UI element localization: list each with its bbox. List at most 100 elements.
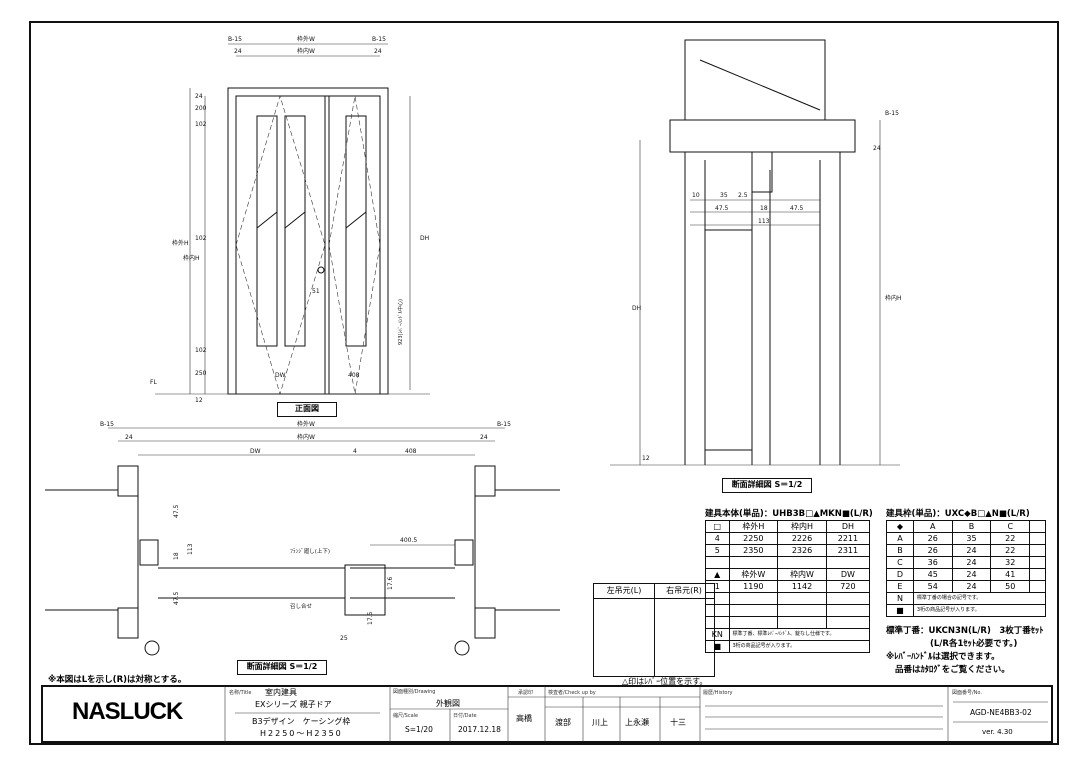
dim-outer-w: 枠外W — [297, 35, 315, 43]
scale-value: S=1/20 — [405, 725, 433, 734]
title-line-4: H2250～H2350 — [260, 729, 343, 738]
dim-400-5: 400.5 — [400, 537, 417, 544]
table-cell: 1190 — [728, 580, 779, 593]
dim-b15: B-15 — [100, 421, 114, 428]
dim-51: 51 — [312, 288, 320, 295]
table-cell: 22 — [990, 532, 1031, 545]
dim-fl: FL — [150, 379, 157, 386]
table-cell: ■ — [886, 604, 914, 617]
nasluck-logo: NASLUCK — [72, 698, 183, 725]
dim-25: 25 — [340, 635, 348, 642]
table-cell: ■ — [705, 640, 730, 653]
dim-outer-h: 枠外H — [172, 239, 189, 247]
date-label: 日付/Date — [453, 713, 477, 719]
table-cell: 標準丁番、標準ﾚﾊﾞｰﾊﾝﾄﾞﾙ、錠なし仕様です。 — [728, 628, 870, 641]
dim-24: 24 — [125, 434, 133, 441]
title-label: 名称/Title — [229, 690, 252, 696]
table-cell: 45 — [912, 568, 953, 581]
table-cell: 24 — [951, 568, 992, 581]
dim-113: 113 — [758, 218, 770, 225]
lever-note: ※ﾚﾊﾞｰﾊﾝﾄﾞﾙは選択できます。 — [886, 652, 1000, 662]
table-cell: 22 — [990, 544, 1031, 557]
table-cell: 5 — [705, 544, 730, 557]
table-cell: 2326 — [777, 544, 827, 557]
table-cell: 1 — [705, 580, 730, 593]
title-line-1: 室内建具 — [265, 688, 297, 697]
table-cell: B — [951, 520, 992, 533]
dim-dh: DH — [632, 305, 641, 312]
dim-inner-h: 枠内H — [183, 254, 200, 262]
dim-h102: 102 — [195, 235, 207, 242]
table-row: ■3桁の商品記号が入ります。 — [705, 640, 870, 653]
table-cell: 35 — [951, 532, 992, 545]
title-block-frame — [41, 685, 1053, 743]
table-row: ■3桁の商品記号が入ります。 — [886, 604, 1047, 617]
drawing-label: 図面種別/Drawing — [393, 689, 436, 695]
dim-inner-h: 枠内H — [885, 294, 902, 302]
table-cell: DH — [825, 520, 871, 533]
table-cell: 50 — [990, 580, 1031, 593]
dim-b15: B-15 — [228, 36, 242, 43]
vertical-section-label: 断面詳細図 S＝1/2 — [722, 478, 812, 493]
dim-h102: 102 — [195, 121, 207, 128]
dim-47-5: 47.5 — [715, 205, 729, 212]
dim-47-5: 47.5 — [173, 591, 180, 605]
dim-h250: 250 — [195, 370, 207, 377]
table-cell: 2226 — [777, 532, 827, 545]
checker: 川上 — [592, 718, 608, 727]
table-cell: 3桁の商品記号が入ります。 — [912, 604, 1047, 617]
front-view-label: 正面図 — [277, 402, 337, 417]
table-cell: 24 — [951, 580, 992, 593]
title-block-grid — [224, 686, 1048, 742]
dim-inner-w: 枠内W — [297, 47, 315, 55]
catalog-note: 品番はｶﾀﾛｸﾞをご覧ください。 — [895, 665, 1010, 675]
table-cell: ◆ — [886, 520, 914, 533]
dim-dh: DH — [420, 235, 429, 242]
dim-47-5: 47.5 — [790, 205, 804, 212]
dim-47-5: 47.5 — [173, 504, 180, 518]
dim-24: 24 — [480, 434, 488, 441]
lever-position-note: △印はﾚﾊﾞｰ位置を示す。 — [622, 677, 708, 686]
table-cell: 41 — [990, 568, 1031, 581]
table-cell: □ — [705, 520, 730, 533]
table-cell: 26 — [912, 544, 953, 557]
history-label: 履歴/History — [703, 690, 733, 696]
dim-b15: B-15 — [497, 421, 511, 428]
dim-12: 12 — [642, 455, 650, 462]
drawing-type: 外観図 — [436, 699, 460, 708]
table-cell: B — [886, 544, 914, 557]
dim-inner-w: 枠内W — [297, 433, 315, 441]
number-label: 図面番号/No. — [952, 690, 982, 696]
table-cell: C — [990, 520, 1031, 533]
approve-label: 承認印 — [518, 690, 534, 696]
dim-b15: B-15 — [885, 110, 899, 117]
table-cell: 4 — [705, 532, 730, 545]
dim-17-5: 17.5 — [367, 611, 374, 625]
dim-24: 24 — [374, 48, 382, 55]
dim-h200: 200 — [195, 105, 207, 112]
table-cell: 2350 — [728, 544, 779, 557]
table-cell: 枠内H — [777, 520, 827, 533]
dim-408: 408 — [348, 372, 360, 379]
title-line-2: EXシリーズ 親子ドア — [255, 700, 332, 709]
date-value: 2017.12.18 — [458, 725, 501, 734]
table-cell: A — [886, 532, 914, 545]
table-cell: 2211 — [825, 532, 871, 545]
dim-2-5: 2.5 — [738, 192, 748, 199]
dim-4: 4 — [353, 448, 357, 455]
swing-diagram: 左吊元(L) 右吊元(R) — [593, 583, 715, 677]
hinge-note: 標準丁番：UKCN3N(L/R) 3枚丁番ｾｯﾄ — [886, 626, 1044, 636]
frame-table-title: 建具枠(単品)：UXC◆B□▲N■(L/R) — [886, 509, 1030, 519]
checker: 上永瀬 — [625, 718, 649, 727]
checker: 十三 — [670, 718, 686, 727]
